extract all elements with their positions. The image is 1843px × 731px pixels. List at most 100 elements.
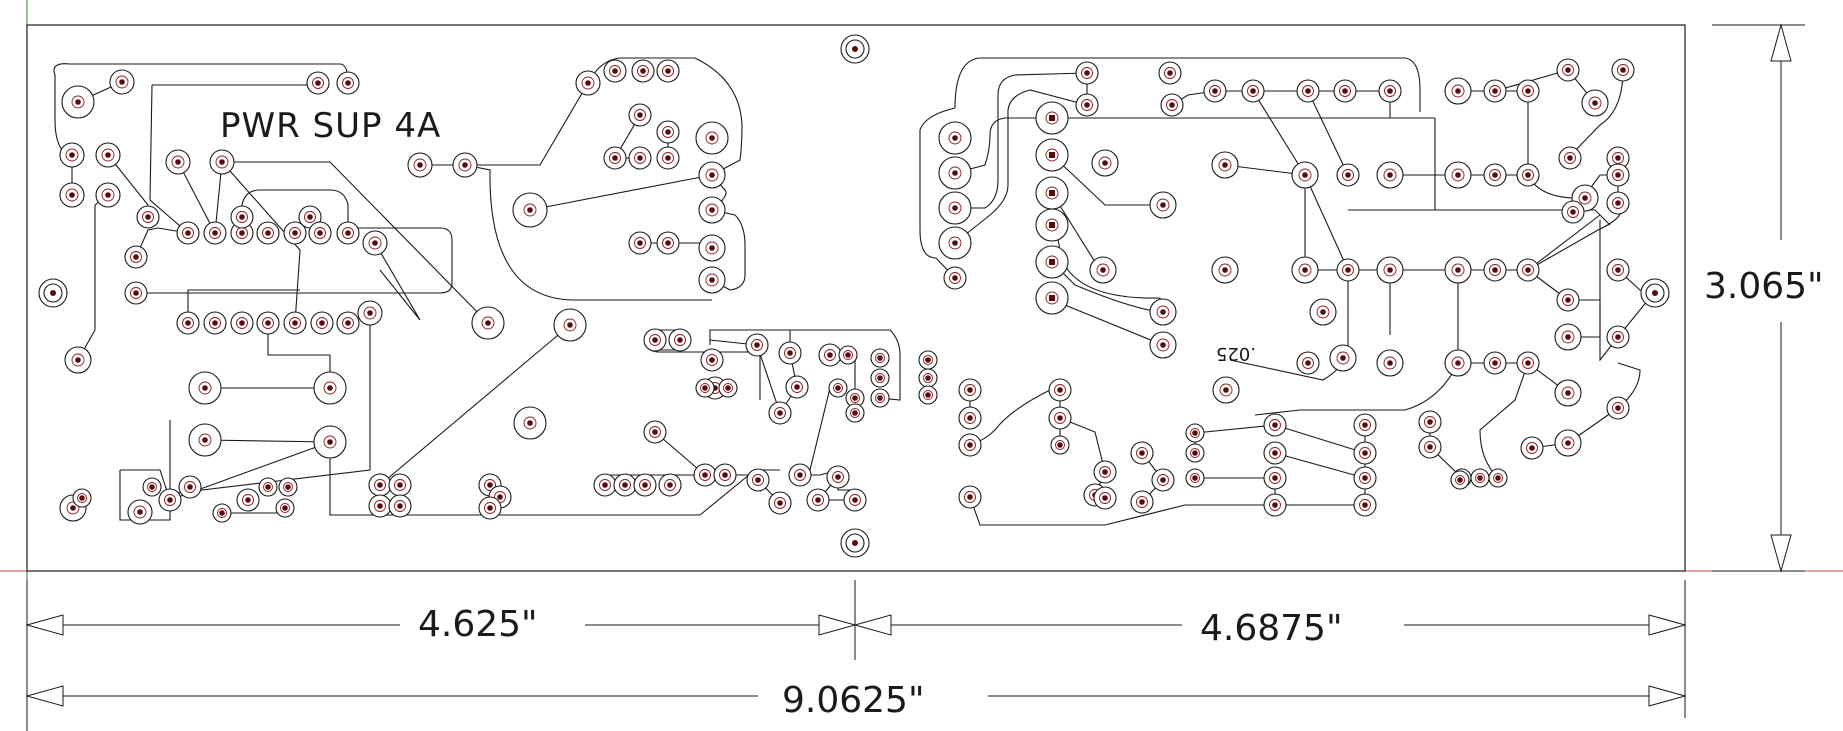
mounting-hole-right	[1640, 278, 1670, 308]
pad	[1483, 79, 1507, 103]
pad	[1212, 376, 1240, 404]
pad	[230, 311, 254, 335]
pad	[512, 192, 548, 228]
pad	[1516, 163, 1540, 187]
pad	[203, 311, 227, 335]
pad	[958, 485, 982, 509]
pad	[124, 245, 148, 269]
mounting-hole-top	[840, 34, 870, 64]
pad	[628, 146, 652, 170]
pad	[593, 473, 617, 497]
pad	[368, 494, 392, 518]
pad	[656, 146, 680, 170]
pad	[1353, 466, 1377, 490]
pad	[1291, 161, 1319, 189]
pad	[1130, 490, 1154, 514]
pad	[64, 346, 92, 374]
trace	[177, 161, 216, 234]
trace	[919, 107, 956, 279]
pad	[943, 266, 967, 290]
clearance-note: .025	[1216, 343, 1256, 364]
trace	[1390, 269, 1459, 363]
pad-layer	[59, 58, 1635, 525]
pad	[1185, 423, 1205, 443]
pad	[1516, 79, 1540, 103]
pad	[958, 433, 982, 457]
pad	[1376, 256, 1404, 284]
pad	[1263, 466, 1287, 490]
pad	[1611, 58, 1635, 82]
pad	[1035, 101, 1069, 135]
pad	[124, 281, 148, 305]
pad	[1556, 58, 1580, 82]
pad	[388, 494, 412, 518]
pad	[209, 149, 235, 175]
pad	[283, 311, 307, 335]
pad	[1606, 191, 1630, 215]
pad	[603, 146, 627, 170]
pad	[1554, 429, 1582, 457]
pad	[313, 425, 347, 459]
pad	[1336, 163, 1360, 187]
trace	[1274, 452, 1366, 479]
pad	[236, 488, 260, 512]
trace	[1051, 297, 1164, 346]
pad	[1556, 288, 1580, 312]
trace	[1495, 214, 1601, 271]
pad	[362, 230, 388, 256]
pad	[1450, 470, 1470, 490]
pad	[1606, 258, 1630, 282]
pad	[283, 221, 307, 245]
trace	[77, 194, 109, 361]
pad	[643, 420, 667, 444]
left-width-label: 4.625"	[418, 604, 538, 645]
height-dimension-label: 3.065"	[1704, 266, 1824, 307]
pad	[1333, 79, 1357, 103]
pad	[230, 205, 254, 229]
pad	[1353, 413, 1377, 437]
pad	[1353, 493, 1377, 517]
pad	[1483, 258, 1507, 282]
pad	[1378, 79, 1402, 103]
pad	[1075, 93, 1099, 117]
pad	[1329, 344, 1357, 372]
trace	[711, 209, 746, 291]
pad	[958, 378, 982, 402]
pad	[1581, 89, 1609, 117]
pad	[59, 182, 85, 208]
pad	[1291, 256, 1319, 284]
pad	[918, 385, 938, 405]
pad	[698, 266, 726, 294]
pad	[1203, 79, 1227, 103]
trace	[756, 344, 781, 414]
total-width-label: 9.0625"	[782, 680, 925, 721]
trace	[1059, 417, 1106, 473]
trace	[709, 329, 901, 401]
pad	[575, 70, 601, 96]
pad	[695, 378, 715, 398]
pad	[938, 226, 972, 260]
pad	[1048, 378, 1072, 402]
pad	[746, 468, 770, 492]
pad	[628, 231, 652, 255]
trace	[241, 189, 349, 233]
pad	[109, 69, 135, 95]
pad	[698, 161, 726, 189]
pad	[1470, 468, 1490, 488]
trace	[1254, 362, 1459, 416]
board-outline	[26, 24, 1686, 572]
pad	[1211, 151, 1239, 179]
pad	[306, 71, 330, 95]
trace	[1304, 174, 1349, 271]
pad	[1418, 410, 1442, 434]
trace	[969, 496, 1365, 526]
pad	[1035, 138, 1069, 172]
trace	[204, 439, 331, 443]
trace	[135, 227, 189, 258]
pad	[203, 221, 227, 245]
pad	[843, 488, 867, 512]
trace	[149, 84, 189, 234]
pad	[1093, 460, 1117, 484]
pad	[1336, 258, 1360, 282]
